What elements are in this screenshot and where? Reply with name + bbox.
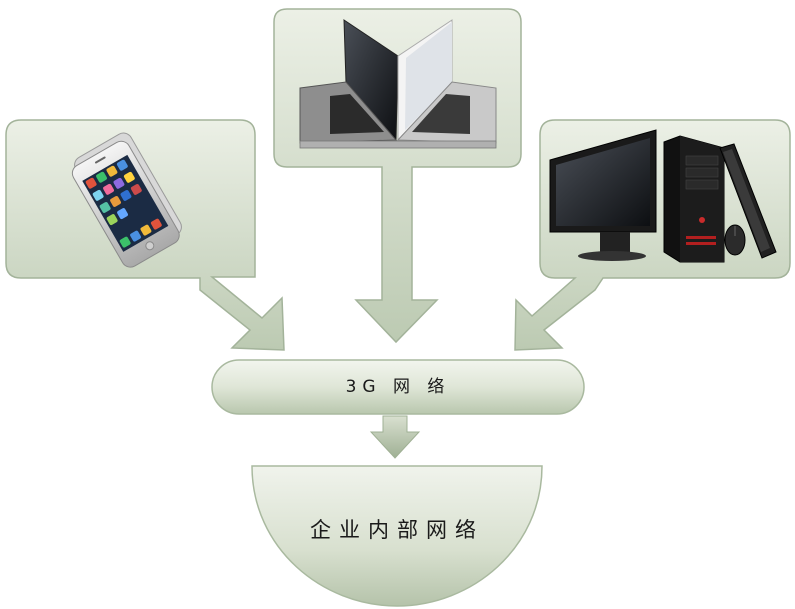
laptop-icon [299, 19, 497, 149]
3g-network-node [211, 359, 585, 415]
desktop-computer-icon [549, 129, 777, 263]
smartphone-icon [71, 132, 182, 268]
enterprise-network-node [251, 465, 543, 607]
desktop-panel [514, 119, 791, 351]
down-arrow [369, 415, 421, 459]
laptop-panel [273, 8, 522, 344]
phone-panel [5, 119, 285, 351]
